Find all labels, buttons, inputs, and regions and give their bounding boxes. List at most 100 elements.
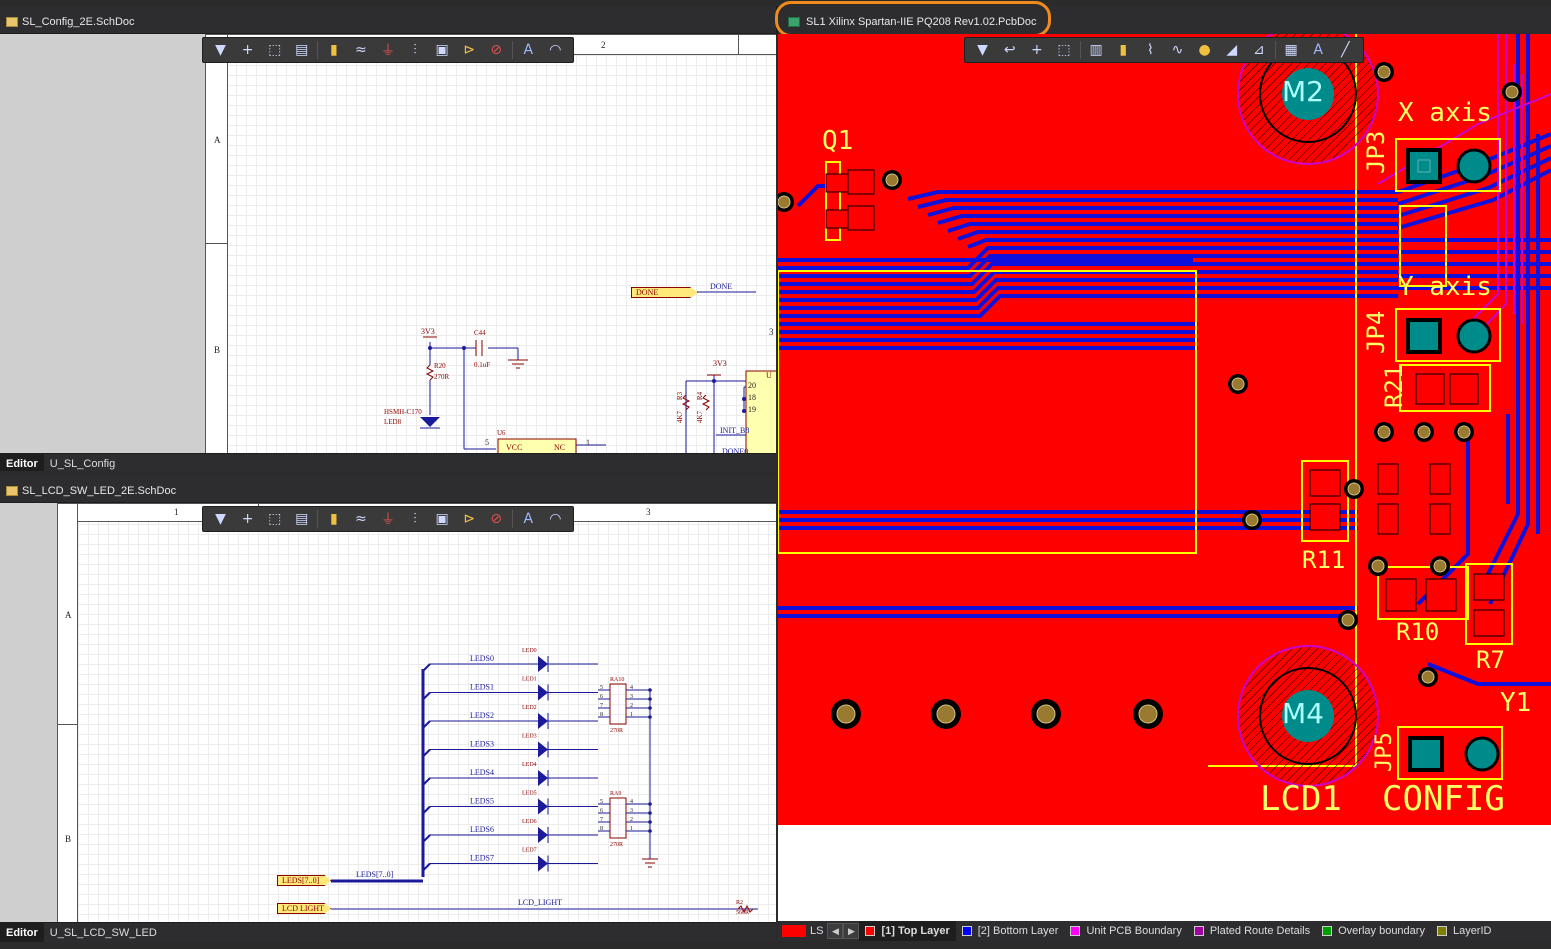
bottom-schematic-doc-tab[interactable]: SL_LCD_SW_LED_2E.SchDoc — [0, 479, 184, 503]
pin-number: 20 — [748, 381, 756, 390]
cross-icon[interactable]: + — [241, 511, 254, 527]
led-ref: LED6 — [522, 819, 537, 825]
r11-designator: R11 — [1302, 546, 1346, 574]
resistor-array-body — [609, 683, 627, 725]
via-hole — [1231, 377, 1245, 391]
directive-icon[interactable]: ⊘ — [490, 511, 503, 527]
resistor-array-ref: RA9 — [610, 791, 621, 797]
filter-icon[interactable]: ▼ — [215, 42, 226, 58]
line-icon[interactable]: ╱ — [1341, 42, 1350, 58]
resistor-array-body — [609, 797, 627, 839]
led-array-schematic: LEDS0LED0LEDS1LED1LEDS2LED2LEDS3LED3LEDS… — [331, 648, 758, 914]
ground-icon[interactable]: ⏚ — [380, 43, 395, 59]
align-icon[interactable]: ▤ — [295, 511, 309, 527]
r2-ref: R2 — [736, 900, 744, 906]
bus-icon[interactable]: ⫶ — [413, 42, 417, 58]
r3-value: 4K7 — [676, 410, 685, 424]
interactive-route-icon[interactable]: ⌇ — [1146, 42, 1154, 58]
component-icon[interactable]: ▮ — [329, 42, 338, 58]
via-hole — [1036, 704, 1056, 724]
component-icon[interactable]: ▮ — [1119, 42, 1128, 58]
y1-designator: Y1 — [1500, 688, 1532, 718]
jp5-designator: JP5 — [1372, 732, 1397, 772]
layer-tab[interactable]: Unit PCB Boundary — [1064, 921, 1187, 941]
arc-icon[interactable]: ◠ — [549, 42, 562, 58]
r2-resistor — [737, 904, 754, 914]
current-layer-indicator[interactable]: LS — [778, 921, 827, 941]
bus-icon[interactable]: ⫶ — [413, 511, 417, 527]
sheet-symbol-tab[interactable]: U_SL_Config — [49, 457, 116, 470]
layer-tab[interactable]: Plated Route Details — [1188, 921, 1316, 941]
led-ref: LED2 — [522, 705, 537, 711]
layer-tab[interactable]: LayerID — [1431, 921, 1498, 941]
lcd-light-port[interactable]: LCD LIGHT — [277, 903, 331, 914]
via-icon[interactable]: ● — [1198, 42, 1211, 58]
arc-icon[interactable]: ◠ — [549, 511, 562, 527]
bottom-zone-number: 3 — [646, 507, 651, 517]
graph-icon[interactable]: ▦ — [1284, 42, 1298, 58]
ra-pin-number: 7 — [600, 817, 603, 823]
layer-next-button[interactable]: ▶ — [843, 923, 860, 939]
leds-bus-port[interactable]: LEDS[7..0] — [277, 875, 331, 886]
part-icon[interactable]: ▣ — [435, 42, 449, 58]
editor-tab[interactable]: Editor — [0, 453, 44, 471]
jp3-designator: JP3 — [1362, 130, 1390, 174]
port-icon[interactable]: ⊳ — [463, 42, 476, 58]
resistor-array-ref: RA10 — [610, 677, 624, 683]
part-icon[interactable]: ▣ — [435, 511, 449, 527]
text-icon[interactable]: A — [1313, 42, 1323, 58]
done-net-label: DONE — [710, 282, 733, 291]
via-hole — [1433, 559, 1447, 573]
layer-tab[interactable]: Overlay boundary — [1316, 921, 1431, 941]
lcd1-designator: LCD1 — [1260, 779, 1342, 819]
top-zone-column — [206, 35, 228, 454]
filter-icon[interactable]: ▼ — [215, 511, 226, 527]
filter-icon[interactable]: ▼ — [977, 42, 988, 58]
text-icon[interactable]: A — [523, 511, 534, 527]
chart-icon[interactable]: ▥ — [1089, 42, 1103, 58]
ra-pin-number: 5 — [600, 799, 603, 805]
pcb-canvas[interactable]: M2 M4 Q1 X axis Y axis JP3 JP4 JP5 R21 R… — [778, 34, 1551, 921]
top-schematic-canvas[interactable]: 2 A B 3 — [0, 34, 776, 456]
layer-tab-label: Plated Route Details — [1209, 925, 1311, 937]
directive-icon[interactable]: ⊘ — [490, 42, 503, 58]
component-icon[interactable]: ▮ — [329, 511, 338, 527]
pcb-doc-tab[interactable]: SL1 Xilinx Spartan-IIE PQ208 Rev1.02.Pcb… — [780, 10, 1045, 34]
led-net-label: LEDS6 — [470, 825, 494, 834]
polygon-icon[interactable]: ◢ — [1226, 42, 1238, 58]
r2-value: 560R — [736, 910, 750, 916]
dimension-icon[interactable]: ⊿ — [1253, 42, 1265, 58]
led-symbol — [538, 741, 548, 758]
toolbar-separator — [1274, 41, 1276, 59]
ra-pin-number: 8 — [600, 712, 603, 718]
cross-icon[interactable]: + — [241, 42, 254, 58]
done-port[interactable]: DONE — [631, 287, 698, 298]
sheet-symbol-tab[interactable]: U_SL_LCD_SW_LED — [49, 926, 157, 939]
layer-tab[interactable]: [1] Top Layer — [859, 921, 956, 941]
select-rect-icon[interactable]: ⬚ — [1057, 42, 1071, 58]
top-schematic-doc-tab[interactable]: SL_Config_2E.SchDoc — [0, 10, 143, 34]
route-icon[interactable]: ↩ — [1003, 42, 1016, 58]
bus-entry — [422, 663, 431, 672]
led-ref: LED4 — [522, 762, 537, 768]
diff-pair-icon[interactable]: ∿ — [1171, 42, 1184, 58]
layer-prev-button[interactable]: ◀ — [827, 923, 844, 939]
port-icon[interactable]: ⊳ — [463, 511, 476, 527]
via-hole — [936, 704, 956, 724]
editor-tab[interactable]: Editor — [0, 922, 44, 942]
align-icon[interactable]: ▤ — [295, 42, 309, 58]
select-rect-icon[interactable]: ⬚ — [268, 42, 282, 58]
schematic-doc-icon — [6, 17, 18, 27]
layer-tab[interactable]: [2] Bottom Layer — [956, 921, 1065, 941]
ra-pin-number: 8 — [600, 826, 603, 832]
select-rect-icon[interactable]: ⬚ — [268, 511, 282, 527]
wire-icon[interactable]: ≈ — [355, 511, 367, 527]
via-hole — [1421, 670, 1435, 684]
ground-icon[interactable]: ⏚ — [380, 512, 395, 528]
layer-tab-label: LayerID — [1452, 925, 1492, 937]
bus-entry — [422, 720, 431, 729]
text-icon[interactable]: A — [523, 42, 534, 58]
wire-icon[interactable]: ≈ — [355, 42, 367, 58]
cross-icon[interactable]: + — [1030, 42, 1043, 58]
